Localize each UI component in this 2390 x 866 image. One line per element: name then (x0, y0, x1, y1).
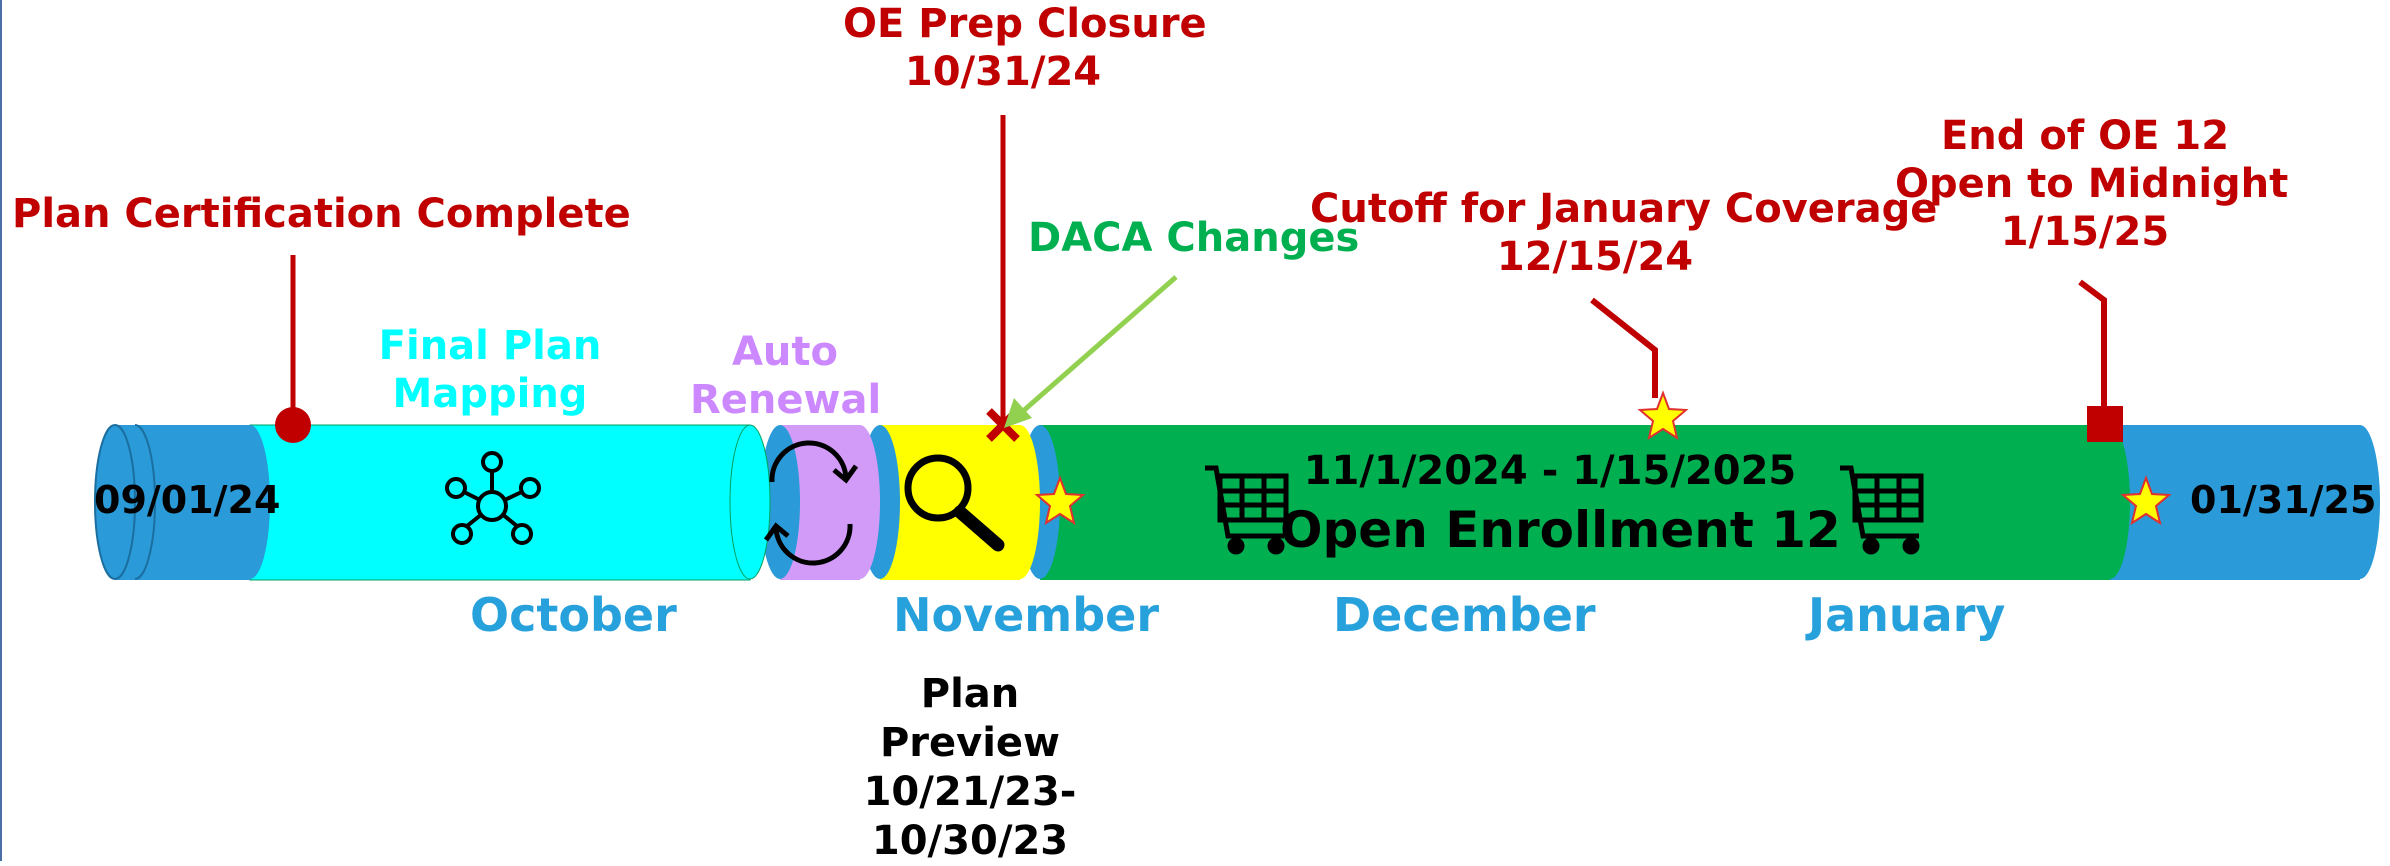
start-date-label: 09/01/24 (94, 478, 281, 522)
shopping-cart-icon (1205, 465, 1289, 555)
end-of-oe-date: 1/15/25 (2000, 209, 2170, 255)
final-plan-mapping-label: Final Plan Mapping (378, 323, 602, 417)
cutoff-january-title: Cutoff for January Coverage (1310, 186, 1938, 232)
daca-changes-label: DACA Changes (1028, 215, 1360, 261)
plan-preview-label: Plan Preview 10/21/23- 10/30/23 (863, 671, 1077, 864)
auto-renewal-segment (760, 425, 880, 580)
oe-prep-closure-marker (986, 115, 1020, 442)
oe-prep-closure-title: OE Prep Closure (843, 1, 1207, 47)
plan-certification-marker (275, 255, 311, 443)
oe-prep-closure-date: 10/31/24 (904, 49, 1102, 95)
network-icon (445, 451, 541, 545)
cutoff-january-label: Cutoff for January Coverage 12/15/24 (1310, 185, 1938, 281)
end-of-oe-marker (2078, 279, 2123, 442)
open-enrollment-dates: 11/1/2024 - 1/15/2025 (1303, 448, 1797, 494)
auto-renewal-label: Auto Renewal (690, 329, 882, 423)
start-cylinder-segment (94, 424, 250, 580)
magnifier-icon (904, 454, 1005, 552)
end-of-oe-label: End of OE 12 Open to Midnight 1/15/25 (1895, 112, 2289, 256)
star-icon-nov (1034, 475, 1086, 526)
month-december: December (1333, 588, 1596, 642)
month-january: January (1808, 588, 2006, 642)
plan-certification-label: Plan Certification Complete (12, 191, 631, 237)
month-october: October (470, 588, 677, 642)
frame-border (0, 0, 2, 861)
star-icon-cutoff (1637, 390, 1689, 441)
cutoff-marker (1590, 297, 1658, 398)
month-november: November (893, 588, 1160, 642)
plan-preview-segment (860, 425, 1040, 580)
end-of-oe-title: End of OE 12 (1940, 113, 2230, 159)
end-date-label: 01/31/25 (2190, 478, 2377, 522)
daca-arrow (1004, 275, 1178, 428)
renewal-cycle-icon (763, 440, 859, 566)
open-enrollment-name: Open Enrollment 12 (1280, 501, 1841, 559)
shopping-cart-icon-2 (1840, 465, 1924, 555)
oe-prep-closure-label: OE Prep Closure 10/31/24 (843, 0, 1207, 96)
cutoff-january-date: 12/15/24 (1496, 234, 1694, 280)
star-icon-end (2120, 475, 2172, 526)
end-of-oe-subtitle: Open to Midnight (1895, 161, 2289, 207)
